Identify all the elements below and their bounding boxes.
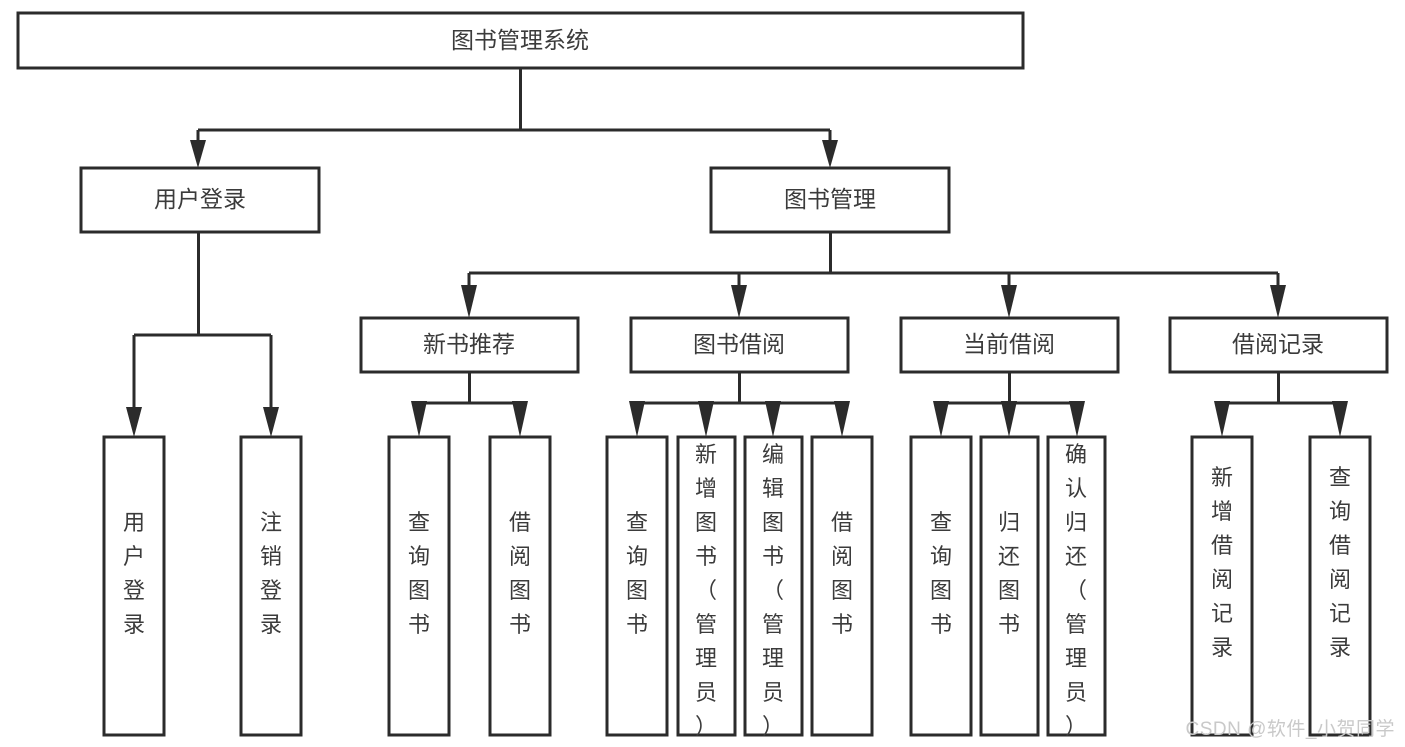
arrowhead-cb-leaf-1 (933, 401, 949, 437)
arrowhead-nb-leaf-1 (411, 401, 427, 437)
leaf-nb-query-book-label: 查询图书 (408, 510, 430, 637)
leaf-node[interactable]: 借阅图书 (488, 435, 552, 737)
leaf-bb-add-book-label: 新增图书（管理员） (695, 442, 717, 739)
arrowhead-br-leaf-1 (1214, 401, 1230, 437)
arrowhead-leaf-logout (263, 407, 279, 437)
leaf-bb-borrow-book-label: 借阅图书 (831, 510, 853, 637)
leaf-cb-query-book-label: 查询图书 (930, 510, 952, 637)
leaf-bb-query-book-box[interactable] (605, 435, 669, 737)
leaf-br-query-record-label: 查询借阅记录 (1329, 465, 1351, 660)
leaf-node[interactable]: 确认归还（管理员） (1046, 435, 1107, 739)
arrowhead-new-book (461, 285, 477, 318)
leaf-nb-query-book-box[interactable] (387, 435, 451, 737)
leaf-logout-label: 注销登录 (260, 510, 282, 637)
leaf-node[interactable]: 注销登录 (239, 435, 303, 737)
node-book-management-label: 图书管理 (784, 186, 876, 212)
node-current-borrow-box[interactable] (899, 316, 1120, 374)
leaf-node[interactable]: 借阅图书 (810, 435, 874, 737)
leaf-node[interactable]: 用户登录 (102, 435, 166, 737)
node-root-box[interactable] (16, 11, 1025, 70)
node-user-login-label: 用户登录 (154, 186, 246, 212)
leaf-bb-query-book-label: 查询图书 (626, 510, 648, 637)
node-new-book-recommend-label: 新书推荐 (423, 331, 515, 357)
node-new-book-recommend[interactable]: 新书推荐 (359, 316, 580, 374)
leaf-node[interactable]: 查询借阅记录 (1308, 435, 1372, 737)
node-book-management[interactable]: 图书管理 (709, 166, 951, 234)
arrowhead-br-leaf-2 (1332, 401, 1348, 437)
node-book-borrow-box[interactable] (629, 316, 850, 374)
leaf-cb-return-book-box[interactable] (979, 435, 1040, 737)
leaf-node[interactable]: 新增借阅记录 (1190, 435, 1254, 737)
arrowhead-bb-leaf-3 (765, 401, 781, 437)
leaf-bb-add-book-box[interactable] (676, 435, 737, 737)
leaf-node[interactable]: 查询图书 (909, 435, 973, 737)
leaf-bb-edit-book-box[interactable] (743, 435, 804, 737)
node-root-label: 图书管理系统 (451, 27, 589, 53)
arrowhead-current-borrow (1001, 285, 1017, 318)
node-current-borrow-label: 当前借阅 (963, 331, 1055, 357)
leaf-node[interactable]: 归还图书 (979, 435, 1040, 737)
arrowhead-book-borrow (731, 285, 747, 318)
leaf-user-login-label: 用户登录 (123, 510, 145, 637)
node-book-borrow[interactable]: 图书借阅 (629, 316, 850, 374)
leaf-cb-query-book-box[interactable] (909, 435, 973, 737)
leaf-node[interactable]: 查询图书 (387, 435, 451, 737)
leaf-node[interactable]: 新增图书（管理员） (676, 435, 737, 739)
csdn-watermark: CSDN @软件_小贺同学 (1185, 719, 1395, 740)
leaf-bb-edit-book-label: 编辑图书（管理员） (762, 442, 784, 739)
leaf-bb-borrow-book-box[interactable] (810, 435, 874, 737)
node-new-book-recommend-box[interactable] (359, 316, 580, 374)
leaf-nb-borrow-book-box[interactable] (488, 435, 552, 737)
arrowhead-borrow-record (1270, 285, 1286, 318)
node-root[interactable]: 图书管理系统 (16, 11, 1025, 70)
arrowhead-cb-leaf-3 (1069, 401, 1085, 437)
leaf-cb-confirm-return-box[interactable] (1046, 435, 1107, 737)
leaf-br-add-record-label: 新增借阅记录 (1211, 465, 1233, 660)
leaf-logout-box[interactable] (239, 435, 303, 737)
node-user-login[interactable]: 用户登录 (79, 166, 321, 234)
leaf-cb-return-book-label: 归还图书 (998, 510, 1020, 637)
leaf-user-login-box[interactable] (102, 435, 166, 737)
node-user-login-box[interactable] (79, 166, 321, 234)
node-borrow-record-box[interactable] (1168, 316, 1389, 374)
arrowhead-bb-leaf-2 (698, 401, 714, 437)
arrowhead-cb-leaf-2 (1001, 401, 1017, 437)
edge-layer (126, 68, 1348, 437)
arrowhead-bb-leaf-1 (629, 401, 645, 437)
leaf-br-query-record-box[interactable] (1308, 435, 1372, 737)
arrowhead-user-login (190, 140, 206, 168)
node-current-borrow[interactable]: 当前借阅 (899, 316, 1120, 374)
leaf-node[interactable]: 编辑图书（管理员） (743, 435, 804, 739)
arrowhead-bb-leaf-4 (834, 401, 850, 437)
leaf-nb-borrow-book-label: 借阅图书 (509, 510, 531, 637)
arrowhead-leaf-user-login (126, 407, 142, 437)
leaf-br-add-record-box[interactable] (1190, 435, 1254, 737)
node-borrow-record[interactable]: 借阅记录 (1168, 316, 1389, 374)
leaf-cb-confirm-return-label: 确认归还（管理员） (1065, 442, 1087, 739)
node-book-borrow-label: 图书借阅 (693, 331, 785, 357)
arrowhead-book-mgmt (822, 140, 838, 168)
arrowhead-nb-leaf-2 (512, 401, 528, 437)
leaf-node[interactable]: 查询图书 (605, 435, 669, 737)
node-borrow-record-label: 借阅记录 (1232, 331, 1324, 357)
node-book-management-box[interactable] (709, 166, 951, 234)
